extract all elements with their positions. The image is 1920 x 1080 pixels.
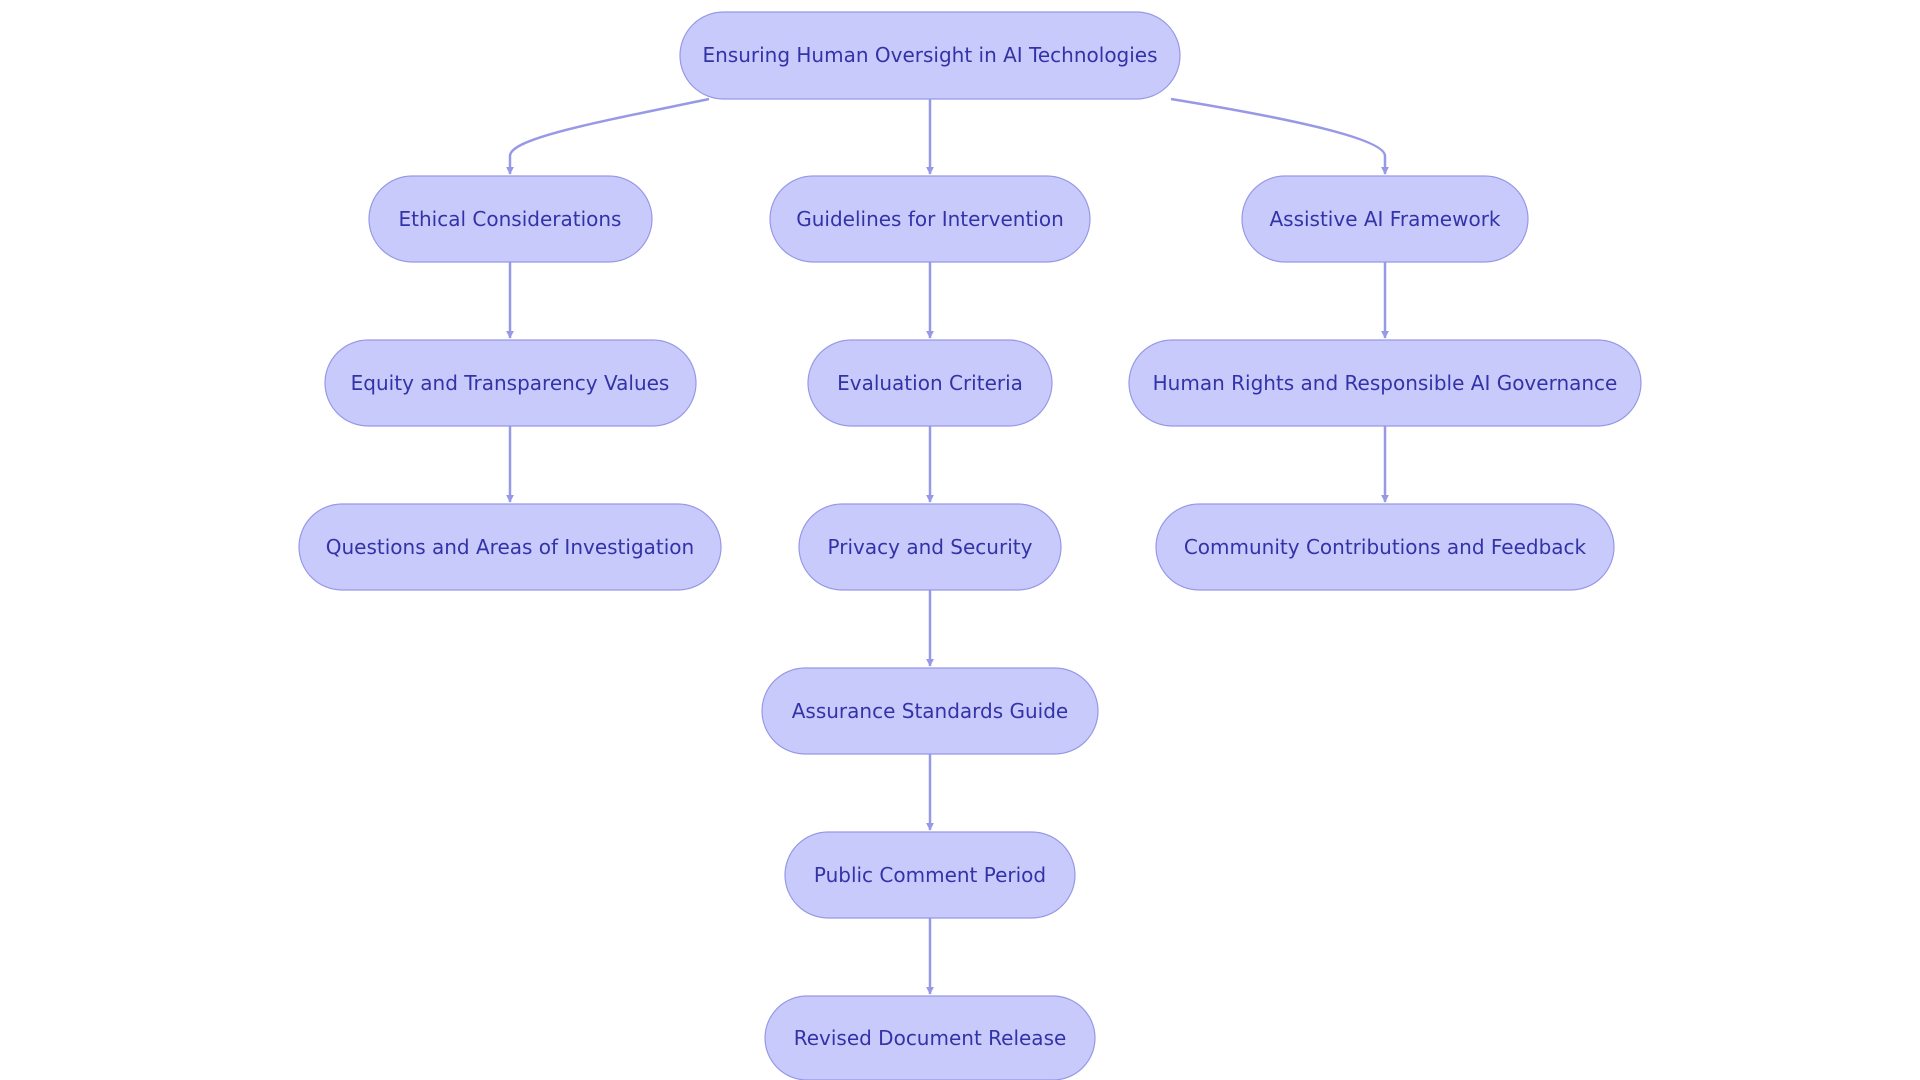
node-evaluation-criteria-label: Evaluation Criteria — [837, 371, 1023, 395]
node-community-contributions: Community Contributions and Feedback — [1155, 503, 1615, 591]
edge-root-to-assistive — [1170, 97, 1389, 175]
node-root-label: Ensuring Human Oversight in AI Technolog… — [702, 43, 1157, 67]
node-human-rights-governance-label: Human Rights and Responsible AI Governan… — [1153, 371, 1618, 395]
node-ethical-considerations: Ethical Considerations — [368, 175, 653, 263]
node-privacy-and-security-label: Privacy and Security — [828, 535, 1033, 559]
node-equity-and-transparency: Equity and Transparency Values — [324, 339, 697, 427]
node-community-contributions-label: Community Contributions and Feedback — [1184, 535, 1587, 559]
node-human-rights-governance: Human Rights and Responsible AI Governan… — [1128, 339, 1642, 427]
node-revised-document-release: Revised Document Release — [764, 995, 1096, 1080]
node-assistive-ai-framework-label: Assistive AI Framework — [1269, 207, 1500, 231]
node-ethical-considerations-label: Ethical Considerations — [399, 207, 622, 231]
node-assurance-standards-guide: Assurance Standards Guide — [761, 667, 1099, 755]
node-equity-and-transparency-label: Equity and Transparency Values — [351, 371, 670, 395]
node-evaluation-criteria: Evaluation Criteria — [807, 339, 1053, 427]
node-assurance-standards-guide-label: Assurance Standards Guide — [792, 699, 1069, 723]
node-public-comment-period-label: Public Comment Period — [814, 863, 1046, 887]
node-guidelines-for-intervention: Guidelines for Intervention — [769, 175, 1091, 263]
node-questions-and-areas-label: Questions and Areas of Investigation — [326, 535, 694, 559]
node-public-comment-period: Public Comment Period — [784, 831, 1076, 919]
node-guidelines-for-intervention-label: Guidelines for Intervention — [796, 207, 1064, 231]
node-questions-and-areas: Questions and Areas of Investigation — [298, 503, 722, 591]
node-root: Ensuring Human Oversight in AI Technolog… — [679, 11, 1181, 100]
edge-root-to-ethical — [506, 97, 710, 175]
node-assistive-ai-framework: Assistive AI Framework — [1241, 175, 1529, 263]
node-privacy-and-security: Privacy and Security — [798, 503, 1062, 591]
node-revised-document-release-label: Revised Document Release — [794, 1026, 1067, 1050]
